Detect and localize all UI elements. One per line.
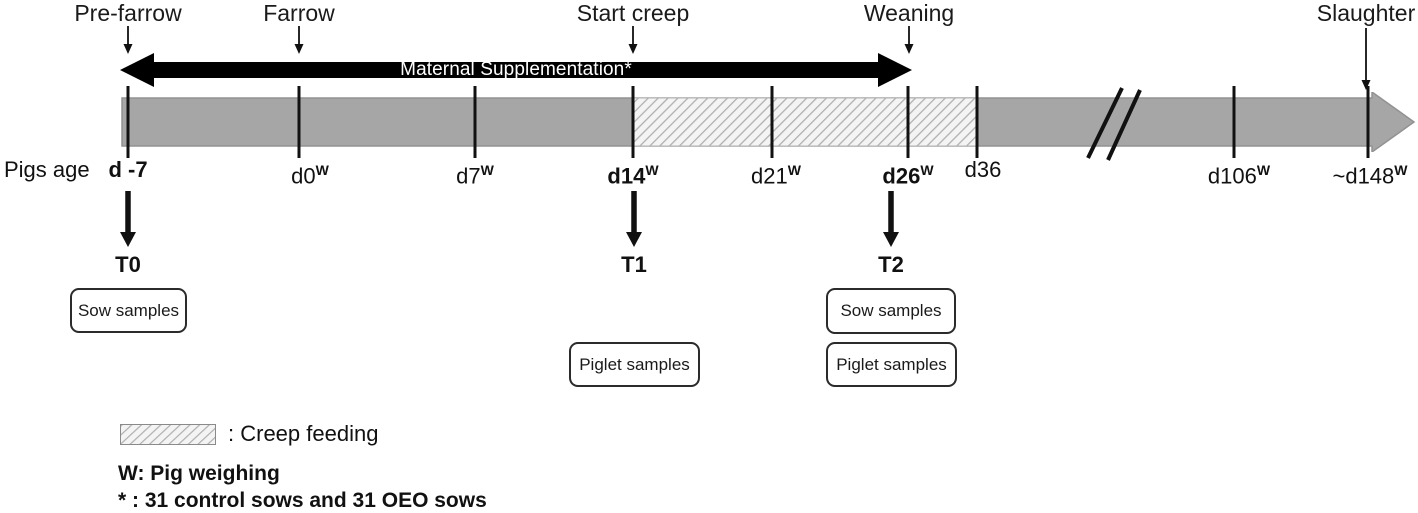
- sample-box: Piglet samples: [569, 342, 700, 387]
- event-label-slaughter: Slaughter: [1316, 0, 1416, 26]
- timeline-tick: [975, 86, 979, 158]
- age-label: d26W: [882, 158, 933, 188]
- timeline-tick: [1366, 86, 1370, 158]
- maternal-supplementation-arrow: [120, 53, 912, 87]
- age-label: d0W: [291, 158, 329, 188]
- legend-note-weighing: W: Pig weighing: [118, 462, 280, 485]
- sampling-arrow-t2: [883, 191, 899, 247]
- event-pointer-farrow: [294, 26, 304, 54]
- age-label-value: d14: [607, 163, 646, 189]
- age-label: d106W: [1208, 158, 1270, 188]
- age-label: d14W: [607, 158, 658, 188]
- age-label-superscript: W: [480, 162, 494, 178]
- timeline-tick: [631, 86, 635, 158]
- timeline-tick: [906, 86, 910, 158]
- event-pointer-start-creep: [628, 26, 638, 54]
- age-label-value: ~d148: [1332, 163, 1395, 189]
- sample-box: Sow samples: [70, 288, 187, 333]
- timeline-tick: [297, 86, 301, 158]
- age-label-value: d7: [456, 163, 481, 189]
- timeline-tick: [473, 86, 477, 158]
- timeline-band: [121, 92, 1416, 152]
- age-label-superscript: W: [1394, 162, 1408, 178]
- timeline-break-marker: [1086, 87, 1142, 161]
- age-label-value: d21: [751, 163, 788, 189]
- legend-note-star: * : 31 control sows and 31 OEO sows: [118, 489, 487, 512]
- creep-feeding-legend-text: : Creep feeding: [228, 421, 379, 446]
- age-label-value: d106: [1207, 163, 1257, 189]
- age-label-superscript: W: [920, 162, 934, 178]
- event-label-pre-farrow: Pre-farrow: [74, 0, 182, 26]
- age-label-value: d26: [882, 163, 921, 189]
- age-label-superscript: W: [315, 162, 329, 178]
- age-label-value: d0: [291, 163, 316, 189]
- age-label: d7W: [456, 158, 494, 188]
- sample-box: Sow samples: [826, 288, 956, 334]
- age-label: ~d148W: [1332, 158, 1407, 188]
- age-label: d -7: [108, 158, 147, 182]
- event-label-farrow: Farrow: [263, 0, 335, 26]
- timeline-tick: [1232, 86, 1236, 158]
- age-label-value: d -7: [108, 157, 148, 182]
- age-label-value: d36: [964, 157, 1002, 182]
- age-label-superscript: W: [787, 162, 801, 178]
- age-label: d21W: [751, 158, 801, 188]
- timeline-tick: [126, 86, 130, 158]
- timeline-tick: [770, 86, 774, 158]
- event-pointer-slaughter: [1361, 28, 1371, 90]
- event-label-start-creep: Start creep: [576, 0, 690, 26]
- sampling-arrow-t0: [120, 191, 136, 247]
- sampling-arrow-t1: [626, 191, 642, 247]
- pigs-age-axis-label: Pigs age: [4, 157, 90, 182]
- sampling-timepoint-label-t1: T1: [621, 252, 647, 277]
- age-label-superscript: W: [645, 162, 659, 178]
- age-label: d36: [965, 158, 1002, 182]
- sampling-timepoint-label-t0: T0: [115, 252, 141, 277]
- sample-box: Piglet samples: [826, 342, 957, 387]
- event-pointer-weaning: [904, 26, 914, 54]
- event-label-weaning: Weaning: [863, 0, 955, 26]
- event-pointer-pre-farrow: [123, 26, 133, 54]
- sampling-timepoint-label-t2: T2: [878, 252, 904, 277]
- age-label-superscript: W: [1256, 162, 1271, 178]
- creep-feeding-legend-swatch: [120, 424, 216, 445]
